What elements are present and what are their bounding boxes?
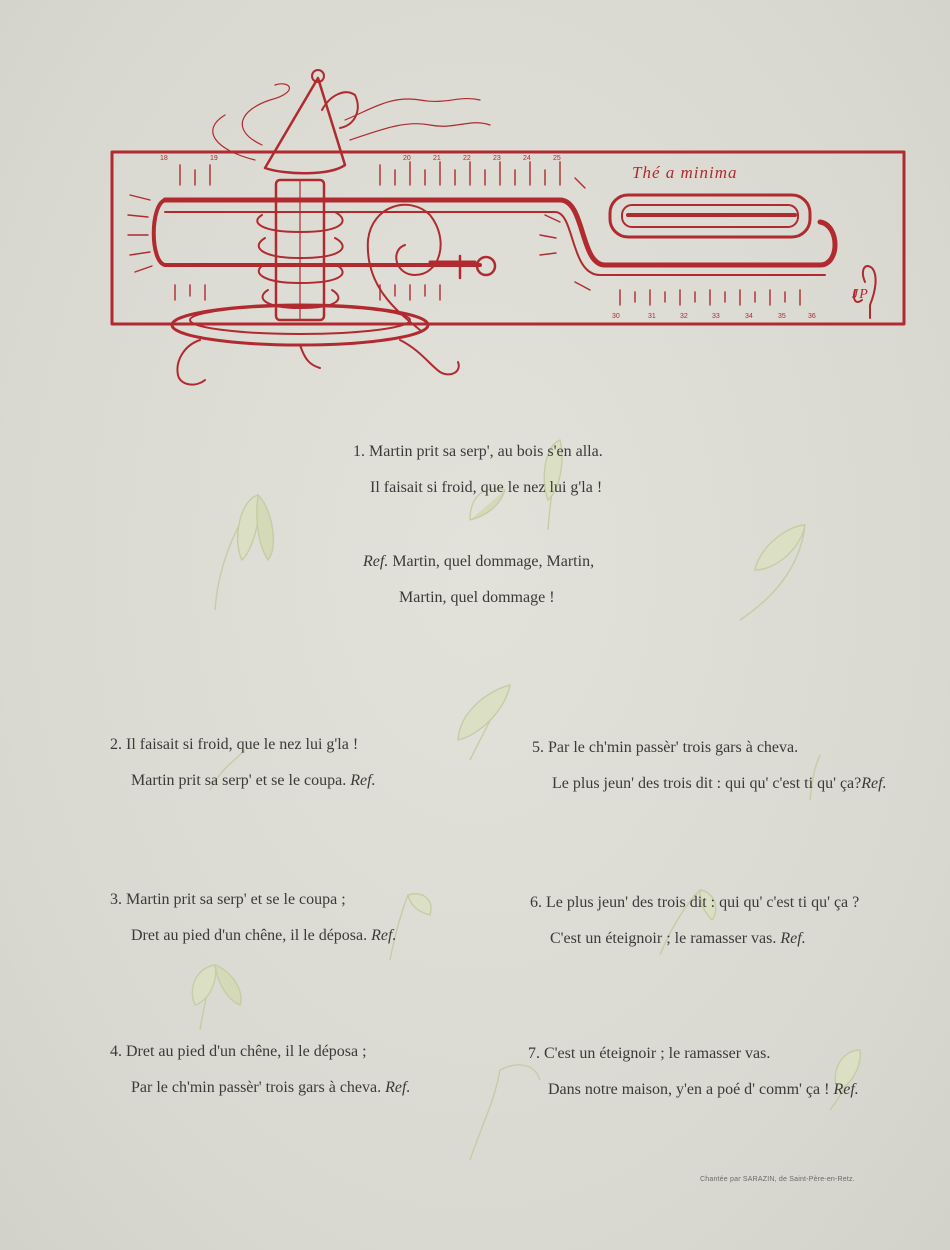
verse-line: 6. Le plus jeun' des trois dit : qui qu'… bbox=[530, 894, 860, 911]
scale-top-label: 24 bbox=[523, 155, 531, 162]
refrain-line: Martin, quel dommage ! bbox=[399, 589, 555, 606]
verse-line: C'est un éteignoir ; le ramasser vas. Re… bbox=[550, 930, 806, 947]
scale-top-label: 22 bbox=[463, 155, 471, 162]
scale-top-label: 18 bbox=[160, 155, 168, 162]
refrain-line: Ref. Martin, quel dommage, Martin, bbox=[363, 553, 595, 570]
refrain-tag: Ref. bbox=[363, 553, 389, 570]
verse-line: Martin prit sa serp' et se le coupa. Ref… bbox=[131, 772, 376, 789]
singer-credit: Chantée par SARAZIN, de Saint-Père-en-Re… bbox=[700, 1176, 855, 1183]
verse-4: 4. Dret au pied d'un chêne, il le déposa… bbox=[110, 1042, 410, 1098]
scale-bottom-label: 31 bbox=[648, 313, 656, 320]
thermometer-candle-illustration: 20 21 22 23 24 25 18 19 30 31 32 33 34 3… bbox=[110, 69, 906, 386]
verse-line: 4. Dret au pied d'un chêne, il le déposa… bbox=[110, 1043, 367, 1060]
scale-bottom-label: 34 bbox=[745, 313, 753, 320]
verse-6: 6. Le plus jeun' des trois dit : qui qu'… bbox=[530, 893, 859, 949]
verse-line: 1. Martin prit sa serp', au bois s'en al… bbox=[353, 443, 603, 460]
scale-top-label: 20 bbox=[403, 155, 411, 162]
scale-bottom-label: 36 bbox=[808, 313, 816, 320]
verse-1: 1. Martin prit sa serp', au bois s'en al… bbox=[353, 442, 603, 498]
illustration-caption: Thé a minima bbox=[632, 163, 738, 182]
verse-line: 5. Par le ch'min passèr' trois gars à ch… bbox=[532, 739, 799, 756]
scale-top-label: 25 bbox=[553, 155, 561, 162]
scale-top-label: 19 bbox=[210, 155, 218, 162]
verse-7: 7. C'est un éteignoir ; le ramasser vas.… bbox=[528, 1044, 859, 1100]
verse-line: 3. Martin prit sa serp' et se le coupa ; bbox=[110, 891, 346, 908]
verse-line: 2. Il faisait si froid, que le nez lui g… bbox=[110, 736, 359, 753]
refrain: Ref. Martin, quel dommage, Martin, Marti… bbox=[363, 552, 594, 608]
verse-line: 7. C'est un éteignoir ; le ramasser vas. bbox=[528, 1045, 771, 1062]
verse-3: 3. Martin prit sa serp' et se le coupa ;… bbox=[110, 890, 396, 946]
scale-top-label: 23 bbox=[493, 155, 501, 162]
verse-5: 5. Par le ch'min passèr' trois gars à ch… bbox=[532, 738, 887, 794]
verse-line: Dans notre maison, y'en a poé d' comm' ç… bbox=[548, 1081, 859, 1098]
scale-bottom-label: 35 bbox=[778, 313, 786, 320]
scale-bottom-label: 33 bbox=[712, 313, 720, 320]
scale-top-label: 21 bbox=[433, 155, 441, 162]
verse-line: Dret au pied d'un chêne, il le déposa. R… bbox=[131, 927, 397, 944]
scale-bottom-label: 30 bbox=[612, 313, 620, 320]
scale-bottom-label: 32 bbox=[680, 313, 688, 320]
verse-2: 2. Il faisait si froid, que le nez lui g… bbox=[110, 735, 376, 791]
illustration-signature: JP bbox=[852, 287, 869, 302]
verse-line: Par le ch'min passèr' trois gars à cheva… bbox=[131, 1079, 411, 1096]
verse-line: Il faisait si froid, que le nez lui g'la… bbox=[370, 479, 603, 496]
verse-line: Le plus jeun' des trois dit : qui qu' c'… bbox=[552, 775, 887, 792]
